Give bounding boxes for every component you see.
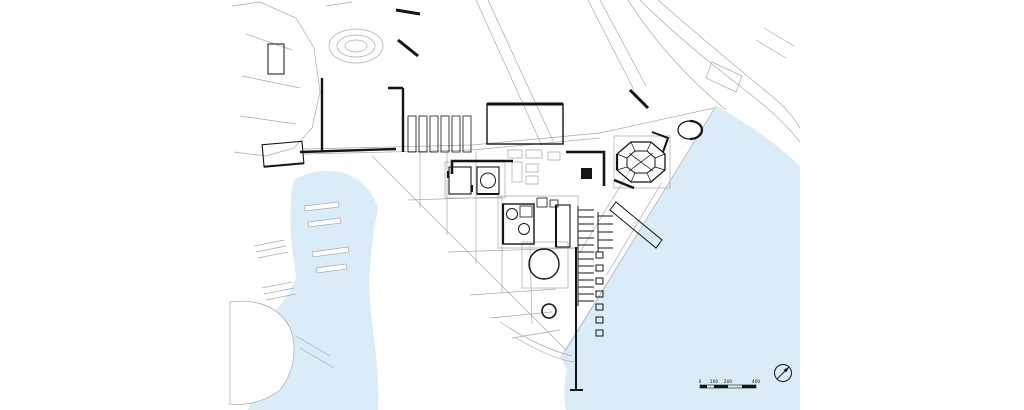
southwest-pier-lines bbox=[295, 335, 335, 369]
bracket-wall-east bbox=[566, 150, 606, 186]
plaza-stadium bbox=[613, 135, 671, 189]
contour-outer bbox=[328, 28, 384, 64]
building-stadium bbox=[615, 141, 666, 183]
black-square-pavilion bbox=[581, 168, 592, 179]
pavilion-b-drum bbox=[480, 172, 496, 189]
scale-label-0: 0 bbox=[699, 379, 702, 385]
building-industrial-rows bbox=[388, 86, 472, 153]
context-north-roads bbox=[475, 0, 647, 147]
comb2-rungs bbox=[598, 215, 613, 249]
row-building bbox=[451, 115, 461, 153]
building-left-hatched-block bbox=[261, 140, 305, 168]
round-tower bbox=[518, 223, 530, 235]
context-layer bbox=[229, 0, 801, 405]
scale-bar-segment bbox=[700, 385, 707, 388]
round-tower bbox=[506, 208, 518, 220]
central-block-annex bbox=[519, 205, 533, 218]
plaza-circle bbox=[521, 241, 569, 289]
peninsula-coastline bbox=[371, 105, 717, 351]
boardwalk-pier bbox=[570, 247, 583, 391]
pavilion-a-body bbox=[448, 166, 472, 195]
hatched-block-edge bbox=[263, 162, 304, 168]
dock-piers bbox=[303, 201, 350, 274]
contour-inner bbox=[344, 39, 368, 53]
context-left-streets bbox=[239, 1, 353, 125]
housing-row-lines bbox=[253, 239, 297, 301]
contour-mid bbox=[336, 34, 376, 58]
mooring-square bbox=[595, 264, 604, 272]
buildings-layer bbox=[261, 8, 704, 391]
scale-label-200: 200 bbox=[724, 379, 733, 385]
west-l-wall bbox=[450, 159, 513, 174]
row-building bbox=[429, 115, 439, 153]
pavilion-a-tab bbox=[470, 185, 473, 192]
compass-circle bbox=[774, 364, 792, 382]
internal-streets bbox=[407, 150, 663, 339]
context-southwest-island bbox=[229, 300, 295, 405]
mooring-square bbox=[595, 277, 604, 285]
stadium-spokes bbox=[616, 141, 666, 183]
building-ladder-slab bbox=[555, 204, 571, 248]
scale-label-400: 400 bbox=[752, 379, 761, 385]
diagonal-hatched-strip bbox=[609, 201, 663, 249]
main-road-double-line bbox=[303, 107, 715, 155]
context-left-urban-outline bbox=[231, 1, 321, 157]
mooring-square bbox=[595, 316, 604, 324]
context-right-blocks bbox=[705, 27, 795, 93]
row-building bbox=[407, 115, 417, 153]
kiosk-hatched bbox=[536, 197, 548, 208]
bridge-road-wall bbox=[299, 147, 397, 154]
building-pavilion-b bbox=[476, 166, 500, 195]
north-arrow-icon bbox=[774, 364, 792, 382]
plaza-outlines bbox=[444, 135, 671, 289]
context-small-blocks bbox=[507, 149, 561, 185]
building-oval-arena bbox=[677, 119, 704, 141]
building-rotunda-large bbox=[528, 248, 560, 280]
context-highway-curves bbox=[627, 0, 801, 143]
beach-contours bbox=[499, 321, 575, 363]
bent-wall bbox=[651, 131, 670, 153]
industrial-l-wall bbox=[388, 86, 405, 152]
building-topleft-hatched bbox=[267, 43, 285, 75]
mooring-square bbox=[595, 329, 604, 337]
compass-needle-tip bbox=[783, 367, 789, 373]
mooring-squares bbox=[595, 251, 604, 337]
comb-rungs bbox=[578, 209, 594, 302]
mooring-square bbox=[595, 251, 604, 259]
building-grid-roof-hall bbox=[486, 102, 564, 145]
topleft-black-bars bbox=[395, 8, 421, 58]
row-building bbox=[462, 115, 472, 153]
ladder-slab-body bbox=[555, 204, 571, 248]
pavilion-a-tab bbox=[447, 171, 450, 178]
row-building bbox=[440, 115, 450, 153]
stadium-walls bbox=[613, 178, 635, 190]
northeast-black-slash bbox=[628, 88, 650, 110]
water-right-sea bbox=[560, 106, 800, 410]
scale-bar-segment bbox=[742, 385, 756, 388]
kiosk-hatched bbox=[549, 199, 559, 208]
scale-bar: 0 100 200 400 bbox=[699, 379, 761, 389]
building-central-block bbox=[501, 203, 535, 245]
scale-bar-segment bbox=[714, 385, 728, 388]
mooring-square bbox=[595, 290, 604, 298]
oval-arena-thick-arc bbox=[689, 119, 704, 141]
scale-label-100: 100 bbox=[710, 379, 719, 385]
row-building bbox=[418, 115, 428, 153]
building-rotunda-small bbox=[541, 303, 557, 319]
pier-combs bbox=[577, 206, 613, 306]
context-hill-contours bbox=[328, 28, 384, 64]
mooring-square bbox=[595, 303, 604, 311]
building-pavilion-a bbox=[447, 166, 473, 195]
